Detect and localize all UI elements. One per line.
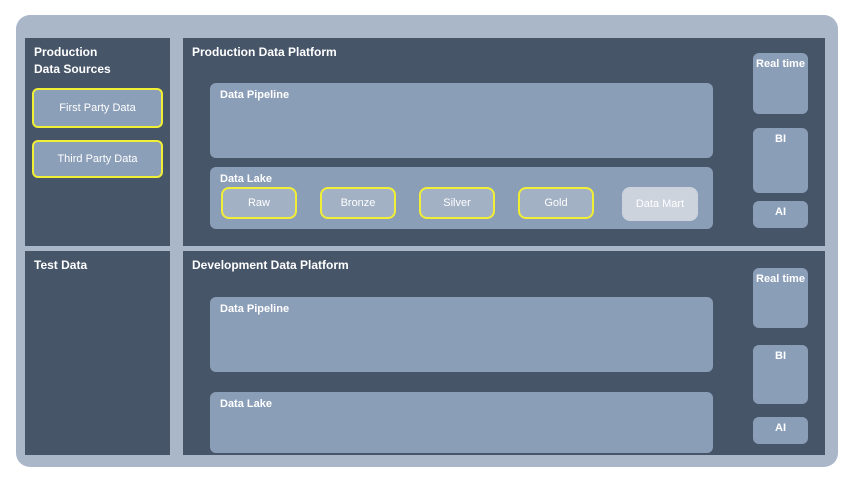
stage-label: Data Mart: [635, 198, 685, 210]
box-label: First Party Data: [59, 102, 136, 114]
test-data-panel: Test Data: [25, 251, 170, 455]
development-realtime-box: Real time: [753, 268, 808, 328]
production-bi-box: BI: [753, 128, 808, 193]
production-data-lake-box: Data Lake Raw Bronze Silver Gold: [210, 167, 713, 229]
stage-box-raw: Raw: [221, 187, 297, 219]
stage-label: Gold: [544, 197, 568, 209]
third-party-data-box: Third Party Data: [32, 140, 163, 178]
development-data-lake-box: Data Lake: [210, 392, 713, 453]
data-pipeline-label: Data Pipeline: [220, 303, 290, 315]
data-lake-label: Data Lake: [220, 173, 272, 185]
stage-box-bronze: Bronze: [320, 187, 396, 219]
title-line-1: Production: [34, 45, 98, 59]
test-data-title: Test Data: [34, 258, 88, 272]
data-mart-box: Data Mart: [622, 187, 698, 221]
data-lake-stage-row: Raw Bronze Silver Gold Data Mart: [221, 187, 698, 221]
production-data-platform-panel: Production Data Platform Data Pipeline D…: [183, 38, 825, 246]
development-data-pipeline-box: Data Pipeline: [210, 297, 713, 372]
development-ai-box: AI: [753, 417, 808, 444]
stage-label: Silver: [443, 197, 471, 209]
diagram-canvas: Production Data Sources First Party Data…: [16, 15, 838, 467]
stage-box-gold: Gold: [518, 187, 594, 219]
development-bi-box: BI: [753, 345, 808, 404]
production-realtime-box: Real time: [753, 53, 808, 114]
production-data-platform-title: Production Data Platform: [192, 45, 337, 59]
stage-label: Raw: [247, 197, 270, 209]
first-party-data-box: First Party Data: [32, 88, 163, 128]
title-line-2: Data Sources: [34, 62, 111, 76]
development-data-platform-title: Development Data Platform: [192, 258, 349, 272]
box-label: Third Party Data: [57, 153, 138, 165]
production-ai-box: AI: [753, 201, 808, 228]
production-data-pipeline-box: Data Pipeline: [210, 83, 713, 158]
data-pipeline-label: Data Pipeline: [220, 89, 290, 101]
stage-label: Bronze: [340, 197, 376, 209]
production-data-sources-title: Production Data Sources: [34, 44, 111, 78]
development-data-platform-panel: Development Data Platform Data Pipeline …: [183, 251, 825, 455]
production-data-sources-panel: Production Data Sources First Party Data…: [25, 38, 170, 246]
stage-box-silver: Silver: [419, 187, 495, 219]
data-lake-label: Data Lake: [220, 398, 272, 410]
